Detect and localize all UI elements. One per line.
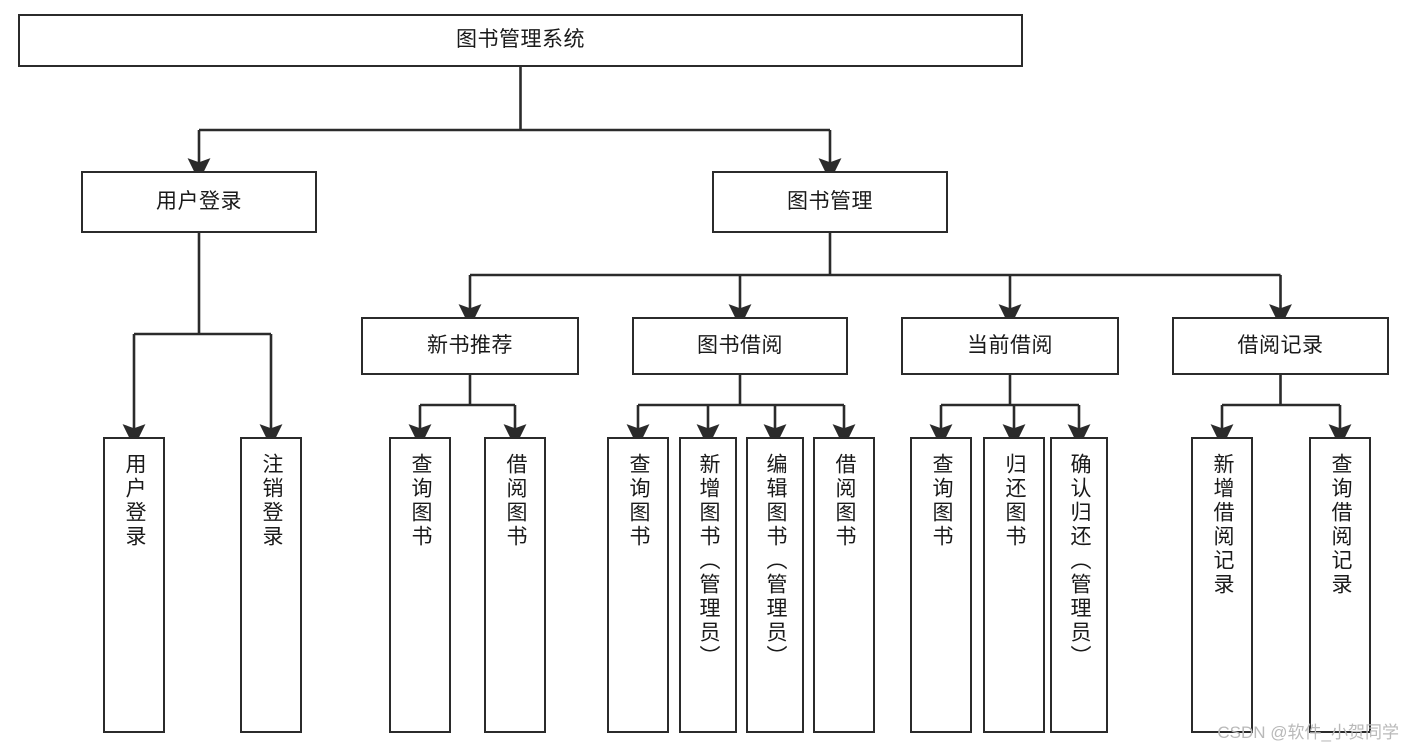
node-leaf-user-login[interactable]: 用户登录	[103, 437, 165, 733]
node-leaf-query-book-1-label: 查询图书	[409, 453, 433, 549]
node-leaf-user-login-label: 用户登录	[123, 453, 147, 549]
node-book-manage[interactable]: 图书管理	[712, 171, 948, 233]
node-leaf-user-logout-label: 注销登录	[260, 453, 284, 549]
node-leaf-query-book-3-label: 查询图书	[930, 453, 954, 549]
node-leaf-borrow-book-2-label: 借阅图书	[833, 453, 857, 549]
node-leaf-return-book[interactable]: 归还图书	[983, 437, 1045, 733]
node-current-borrow-label: 当前借阅	[967, 333, 1053, 357]
csdn-watermark: CSDN @软件_小贺同学	[1217, 723, 1399, 742]
node-leaf-query-book-3[interactable]: 查询图书	[910, 437, 972, 733]
node-leaf-query-book-2-label: 查询图书	[627, 453, 651, 549]
node-root[interactable]: 图书管理系统	[18, 14, 1023, 67]
node-leaf-borrow-book-1-label: 借阅图书	[504, 453, 528, 549]
node-leaf-borrow-book-2[interactable]: 借阅图书	[813, 437, 875, 733]
node-leaf-query-record-label: 查询借阅记录	[1329, 453, 1353, 597]
node-leaf-user-logout[interactable]: 注销登录	[240, 437, 302, 733]
node-leaf-query-book-2[interactable]: 查询图书	[607, 437, 669, 733]
node-leaf-query-book-1[interactable]: 查询图书	[389, 437, 451, 733]
node-book-borrow[interactable]: 图书借阅	[632, 317, 848, 375]
node-user-login[interactable]: 用户登录	[81, 171, 317, 233]
node-leaf-borrow-book-1[interactable]: 借阅图书	[484, 437, 546, 733]
node-leaf-add-record-label: 新增借阅记录	[1211, 453, 1235, 597]
node-user-login-label: 用户登录	[156, 189, 242, 213]
node-leaf-query-record[interactable]: 查询借阅记录	[1309, 437, 1371, 733]
node-leaf-return-book-label: 归还图书	[1003, 453, 1027, 549]
node-borrow-record-label: 借阅记录	[1237, 333, 1324, 357]
node-leaf-add-book[interactable]: 新增图书（管理员）	[679, 437, 737, 733]
node-current-borrow[interactable]: 当前借阅	[901, 317, 1119, 375]
node-book-borrow-label: 图书借阅	[697, 333, 783, 357]
node-borrow-record[interactable]: 借阅记录	[1172, 317, 1389, 375]
node-leaf-confirm-return[interactable]: 确认归还（管理员）	[1050, 437, 1108, 733]
node-leaf-add-book-label: 新增图书（管理员）	[697, 453, 721, 669]
node-root-label: 图书管理系统	[456, 28, 585, 52]
node-leaf-confirm-return-label: 确认归还（管理员）	[1068, 453, 1092, 669]
node-new-book-recommend[interactable]: 新书推荐	[361, 317, 579, 375]
node-book-manage-label: 图书管理	[787, 189, 873, 213]
node-leaf-edit-book-label: 编辑图书（管理员）	[764, 453, 788, 669]
node-leaf-edit-book[interactable]: 编辑图书（管理员）	[746, 437, 804, 733]
node-leaf-add-record[interactable]: 新增借阅记录	[1191, 437, 1253, 733]
node-new-book-recommend-label: 新书推荐	[427, 333, 513, 357]
